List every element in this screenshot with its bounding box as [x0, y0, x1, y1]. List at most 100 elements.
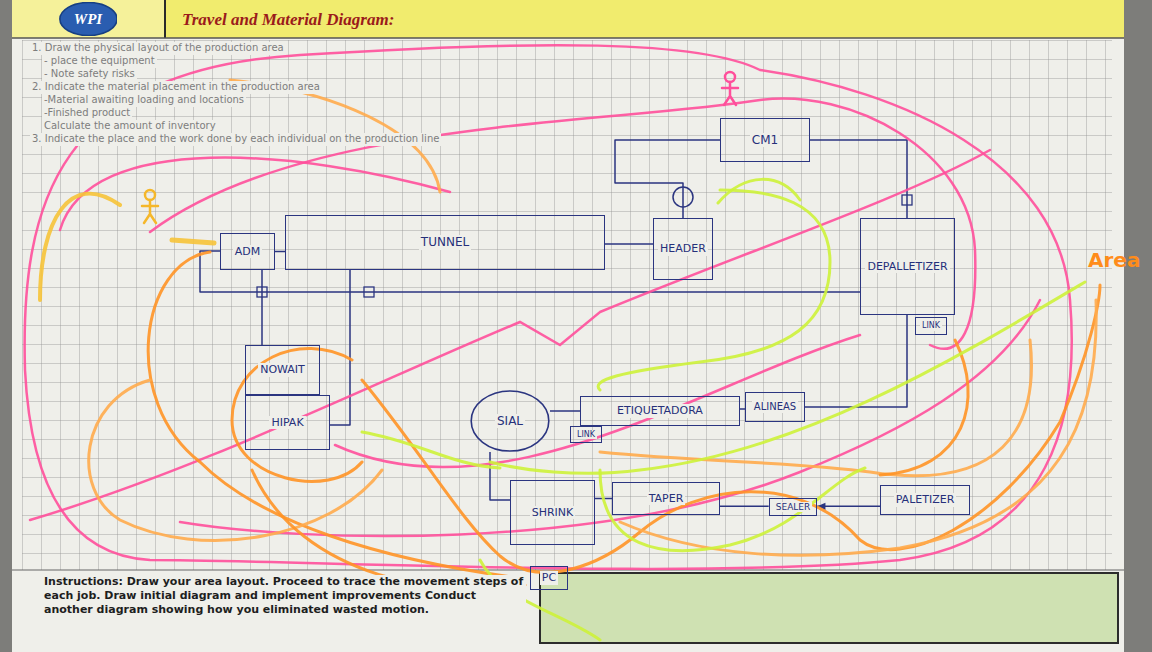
- header-rule: [12, 37, 1124, 39]
- area-note: Area: [1086, 248, 1142, 273]
- instruction-line: 2. Indicate the material placement in th…: [30, 81, 322, 94]
- travel-path: [600, 468, 865, 551]
- conveyor-line: [275, 251, 285, 253]
- machine-box: HEADER: [653, 218, 713, 280]
- instructions-note: Instructions: Draw your area layout. Pro…: [42, 575, 526, 616]
- notes-panel: [540, 573, 1118, 643]
- instruction-line: - Note safety risks: [42, 68, 137, 81]
- node-label: DEPALLETIZER: [865, 260, 949, 273]
- node-label: PC: [540, 571, 558, 584]
- machine-box: PALETIZER: [880, 485, 970, 515]
- travel-path: [172, 240, 214, 243]
- machine-box: TUNNEL: [285, 215, 605, 270]
- travel-path: [230, 80, 440, 192]
- instruction-line: -Finished product: [42, 107, 132, 120]
- tag-box: LINK: [570, 426, 602, 444]
- travel-path: [480, 560, 600, 640]
- node-label: PALETIZER: [894, 493, 957, 506]
- node-label: HIPAK: [269, 416, 305, 429]
- travel-path: [89, 380, 382, 540]
- travel-path: [362, 432, 500, 468]
- travel-path: [150, 99, 975, 349]
- instruction-line: -Material awaiting loading and locations: [42, 94, 246, 107]
- tag-box: LINK: [915, 317, 947, 335]
- conveyor-line: [200, 251, 860, 292]
- machine-box: SEALER: [769, 498, 818, 517]
- machine-box: ALINEAS: [745, 392, 805, 422]
- travel-path: [362, 285, 1100, 572]
- instruction-line: 3. Indicate the place and the work done …: [30, 133, 441, 146]
- node-label: ETIQUETADORA: [615, 404, 705, 417]
- instruction-line: 1. Draw the physical layout of the produ…: [30, 42, 286, 55]
- travel-path: [148, 252, 520, 578]
- node-label: HEADER: [658, 242, 708, 255]
- machine-circle: SIAL: [470, 390, 550, 452]
- node-label: CM1: [750, 133, 780, 147]
- travel-path: [30, 150, 990, 520]
- travel-path: [60, 158, 450, 230]
- operator-figure: [142, 190, 158, 223]
- sheet: [12, 0, 1124, 652]
- instruction-line: Calculate the amount of inventory: [42, 120, 218, 133]
- node-label: SHRINK: [530, 506, 576, 519]
- node-label: SIAL: [495, 414, 525, 428]
- sheet-title: Travel and Material Diagram:: [182, 9, 394, 30]
- travel-path: [600, 340, 1031, 476]
- conveyor-line: [550, 410, 580, 412]
- ellipse-outline: [59, 2, 116, 35]
- conveyor-line: [615, 140, 720, 218]
- node-label: ALINEAS: [752, 401, 798, 413]
- travel-path: [25, 45, 1072, 569]
- conveyor-line: [805, 315, 907, 407]
- conveyor-line: [720, 506, 769, 508]
- travel-path: [252, 470, 525, 589]
- figure-head: [145, 190, 155, 200]
- conveyor-marks: [257, 195, 912, 297]
- machine-box: ADM: [220, 233, 275, 270]
- machine-box: TAPER: [612, 482, 720, 515]
- travel-path: [232, 349, 362, 482]
- travel-path: [598, 190, 830, 390]
- node-label: ADM: [233, 245, 263, 258]
- figure-body: [142, 200, 158, 223]
- travel-path: [718, 179, 800, 203]
- machine-box: DEPALLETIZER: [860, 218, 954, 315]
- logo-cell: [12, 0, 165, 38]
- machine-box: HIPAK: [245, 395, 330, 450]
- figure-head: [725, 72, 735, 82]
- logo-globe: WPI: [59, 2, 118, 36]
- conveyor-line: [490, 452, 510, 500]
- travel-path: [880, 340, 968, 475]
- ellipse-outline: [471, 391, 549, 451]
- machine-box: CM1: [720, 118, 810, 162]
- conveyor-line: [817, 506, 880, 508]
- node-label: LINK: [575, 430, 597, 440]
- node-label: TUNNEL: [419, 235, 471, 249]
- instruction-line: - place the equipment: [42, 55, 157, 68]
- header-divider: [164, 0, 166, 38]
- travel-path: [620, 300, 1096, 555]
- conveyor-line: [605, 243, 653, 245]
- machine-box: NOWAIT: [245, 345, 320, 395]
- grid: [22, 40, 1112, 570]
- station-box: PC: [530, 566, 568, 590]
- machine-box: ETIQUETADORA: [580, 396, 740, 426]
- header-band: [12, 0, 1124, 38]
- node-label: WPI: [72, 10, 104, 28]
- figure-body: [722, 82, 738, 105]
- node-label: LINK: [920, 321, 942, 331]
- travel-path: [490, 282, 1085, 473]
- travel-path: [40, 194, 120, 300]
- node-label: SEALER: [774, 502, 813, 513]
- node-label: TAPER: [647, 492, 686, 505]
- node-label: NOWAIT: [258, 363, 307, 376]
- conveyor-line: [810, 140, 907, 218]
- operator-figure: [722, 72, 738, 105]
- machine-box: SHRINK: [510, 480, 595, 545]
- conveyor-line: [261, 270, 263, 345]
